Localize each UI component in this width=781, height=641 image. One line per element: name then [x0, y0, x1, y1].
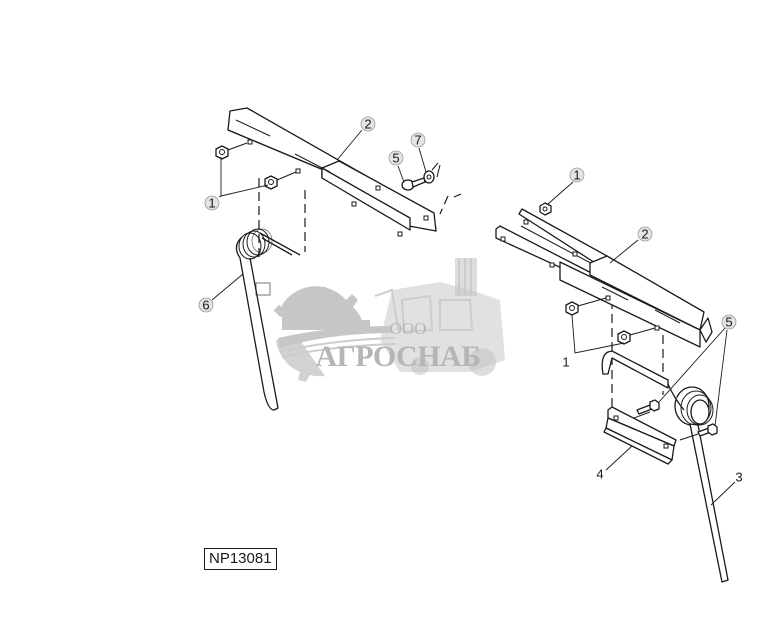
callout-number: 5 — [725, 315, 732, 330]
bolt-icon — [401, 177, 426, 191]
callout-circle — [204, 195, 220, 211]
callout-6: 6 — [198, 297, 214, 313]
callout-1-left: 1 — [204, 195, 220, 211]
callout-number: 2 — [364, 117, 371, 132]
callout-circle — [410, 132, 426, 148]
bolt-icon — [636, 399, 660, 415]
callout-2-left: 2 — [360, 116, 376, 132]
callout-1-right-top: 1 — [569, 167, 585, 183]
callout-number: 6 — [202, 298, 209, 313]
callout-4: 4 — [596, 467, 603, 482]
tine-bracket-left — [227, 107, 437, 237]
harvester-icon — [374, 258, 505, 376]
callout-number: 7 — [414, 133, 421, 148]
flange-nut-icon — [215, 145, 229, 160]
callout-number: 1 — [573, 168, 580, 183]
right-assembly — [495, 202, 729, 583]
spring-tine-right — [601, 350, 729, 583]
flange-nut-icon — [539, 202, 552, 216]
callout-circle — [388, 150, 404, 166]
callout-circle — [360, 116, 376, 132]
figure-id-label: NP13081 — [204, 548, 277, 570]
callout-circle — [569, 167, 585, 183]
callout-number: 1 — [208, 196, 215, 211]
alignment-line — [453, 193, 462, 198]
callout-circle — [721, 314, 737, 330]
washer-icon — [423, 170, 435, 184]
callout-7: 7 — [410, 132, 426, 148]
bolt-icon — [697, 423, 718, 437]
leader-lines — [211, 129, 736, 506]
callout-circle — [198, 297, 214, 313]
watermark-brand: АГРОСНАБ — [315, 340, 480, 373]
flange-nut-icon — [264, 175, 278, 190]
callout-number: 5 — [392, 151, 399, 166]
flange-nut-icon — [565, 301, 579, 316]
callout-circle — [637, 226, 653, 242]
watermark-prefix: ООО — [390, 319, 427, 338]
left-assembly — [215, 107, 462, 411]
clamp-plate — [603, 406, 677, 465]
callout-5-left: 5 — [388, 150, 404, 166]
callout-2-right: 2 — [637, 226, 653, 242]
tine-bracket-right — [495, 208, 713, 348]
watermark-logo: ООО АГРОСНАБ — [273, 258, 505, 382]
spring-tine-left — [235, 228, 301, 411]
callout-number: 2 — [641, 227, 648, 242]
callout-1-right-lower: 1 — [562, 355, 569, 370]
flange-nut-icon — [617, 330, 631, 345]
alignment-line — [439, 195, 449, 215]
callout-5-right: 5 — [721, 314, 737, 330]
callout-3: 3 — [735, 470, 742, 485]
